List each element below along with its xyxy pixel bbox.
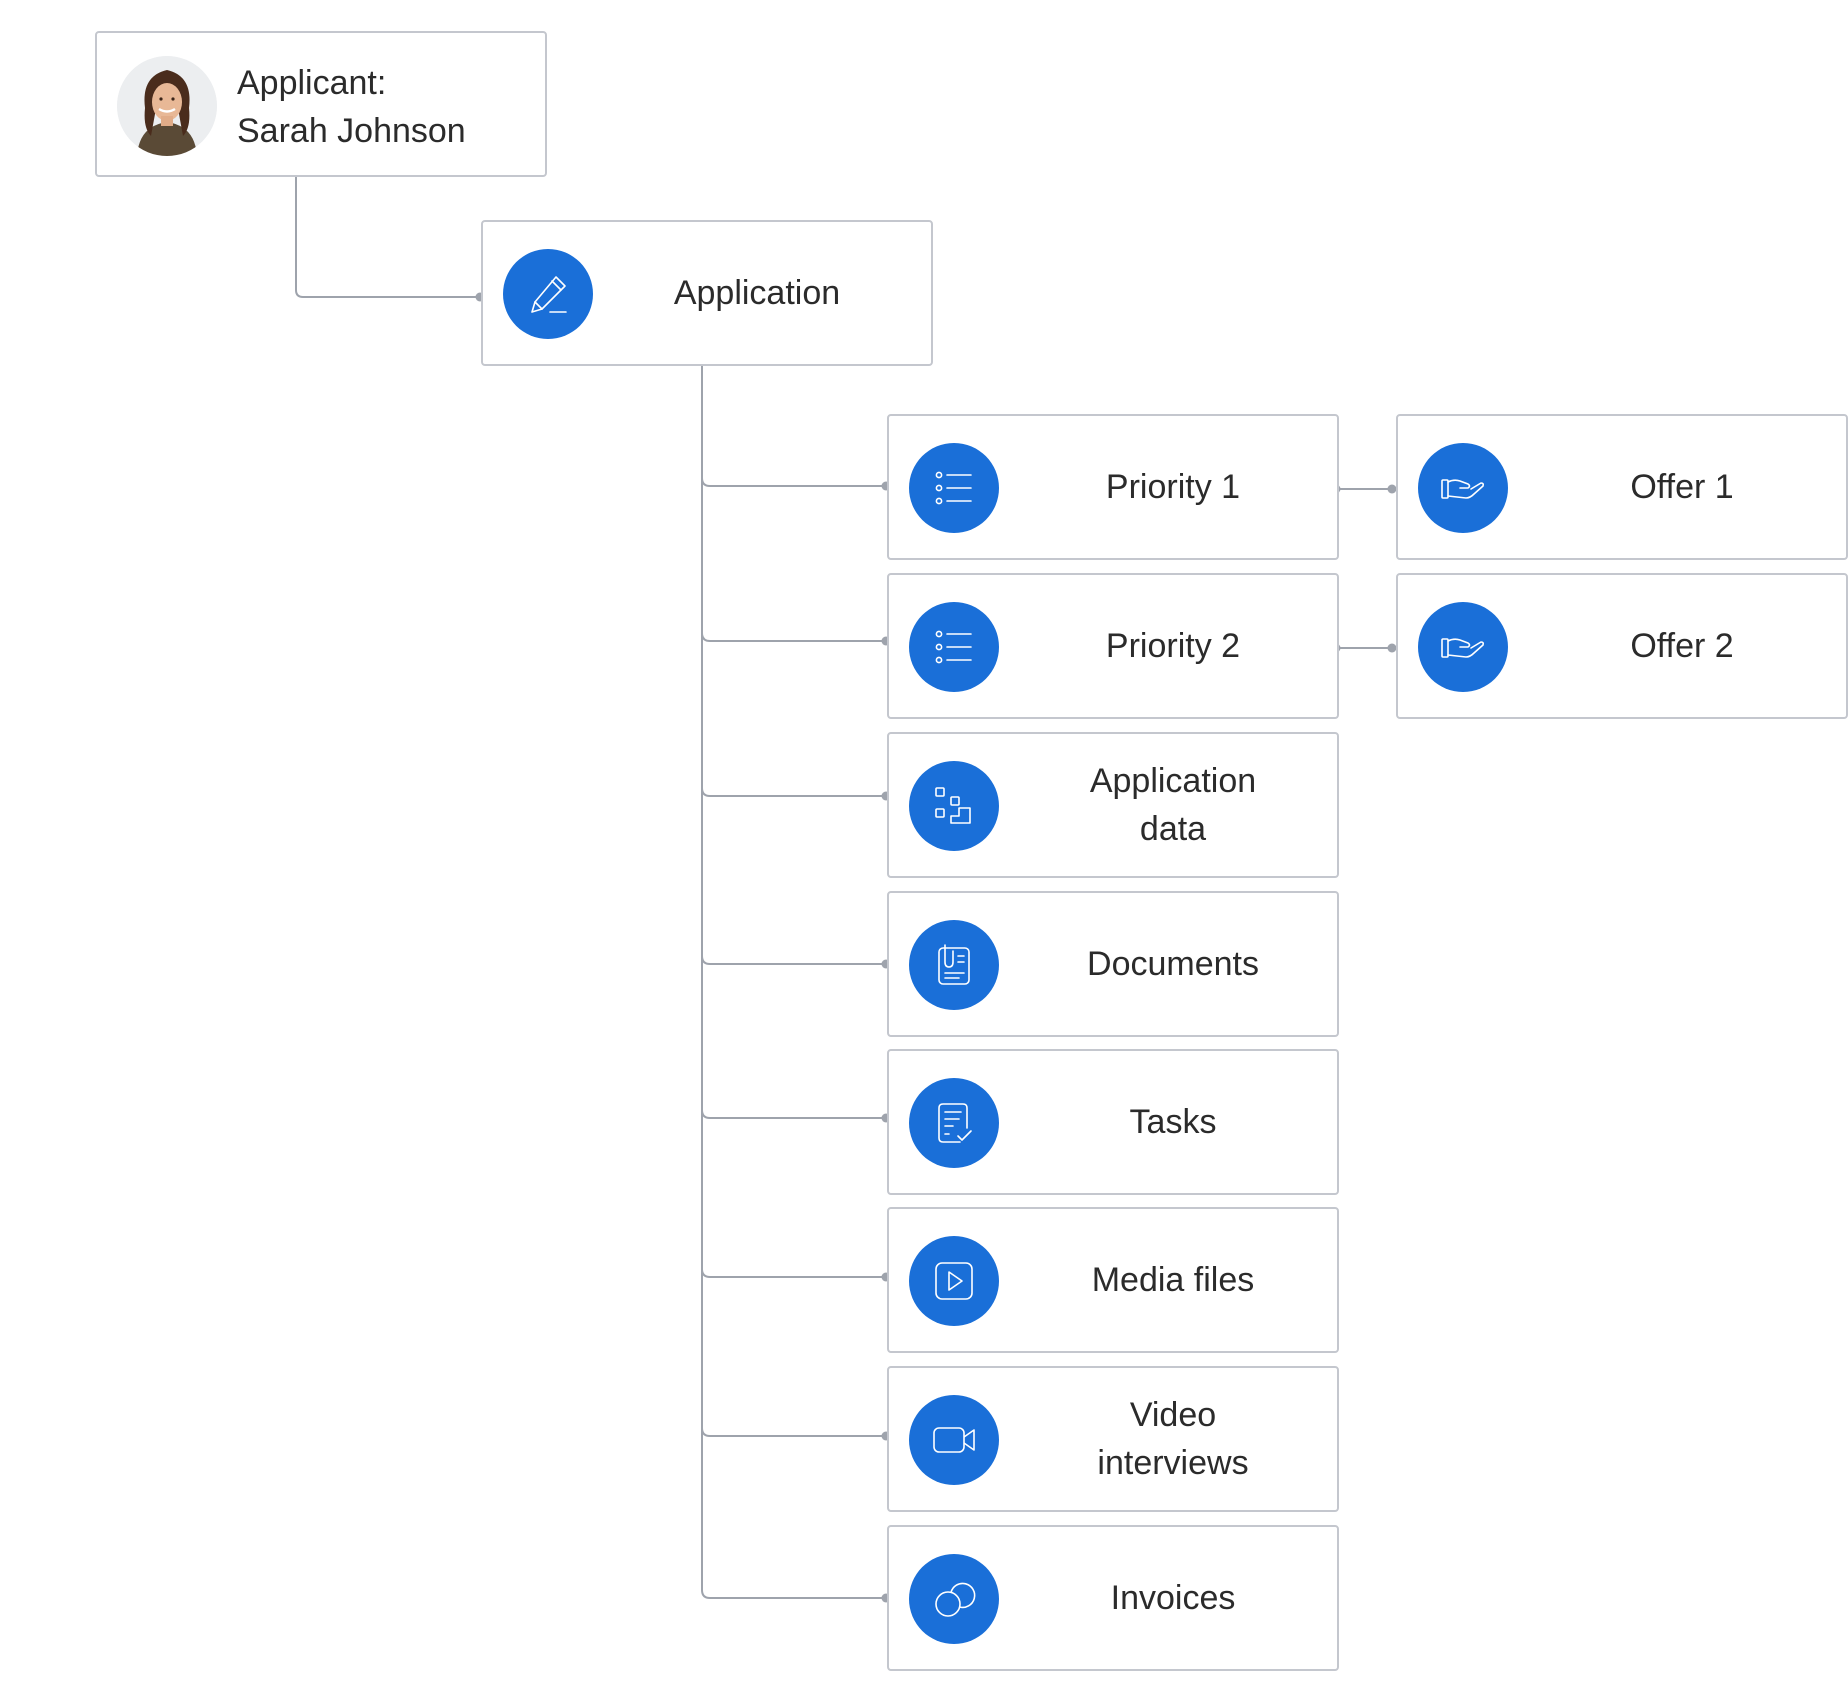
play-icon [909, 1236, 999, 1326]
priority-2-node[interactable]: Priority 2 [887, 573, 1339, 719]
node-label: Video interviews [1097, 1396, 1249, 1482]
applicant-card[interactable]: Applicant: Sarah Johnson [95, 31, 547, 177]
applicant-label: Applicant: [237, 64, 387, 102]
node-label: Invoices [1110, 1579, 1236, 1617]
invoices-node[interactable]: Invoices [887, 1525, 1339, 1671]
list-icon [909, 602, 999, 692]
application-data-node[interactable]: Application data [887, 732, 1339, 878]
steps-icon [909, 761, 999, 851]
node-label: Priority 2 [1105, 627, 1241, 665]
documents-node[interactable]: Documents [887, 891, 1339, 1037]
priority-1-node[interactable]: Priority 1 [887, 414, 1339, 560]
video-camera-icon [909, 1395, 999, 1485]
tasks-node[interactable]: Tasks [887, 1049, 1339, 1195]
node-label: Offer 2 [1630, 627, 1734, 665]
list-icon [909, 443, 999, 533]
application-node[interactable]: Application [481, 220, 933, 366]
applicant-text: Applicant: Sarah Johnson [237, 59, 466, 155]
applicant-avatar [117, 56, 217, 156]
node-label: Media files [1091, 1261, 1255, 1299]
node-label: Application [673, 274, 841, 312]
coins-icon [909, 1554, 999, 1644]
pencil-icon [503, 249, 593, 339]
offer-2-node[interactable]: Offer 2 [1396, 573, 1848, 719]
node-label: Application data [1089, 762, 1257, 848]
applicant-name: Sarah Johnson [237, 112, 466, 150]
media-files-node[interactable]: Media files [887, 1207, 1339, 1353]
task-check-icon [909, 1078, 999, 1168]
video-interviews-node[interactable]: Video interviews [887, 1366, 1339, 1512]
hand-offer-icon [1418, 443, 1508, 533]
node-label: Tasks [1129, 1103, 1217, 1141]
document-clip-icon [909, 920, 999, 1010]
node-label: Documents [1087, 945, 1259, 983]
node-label: Priority 1 [1105, 468, 1241, 506]
hand-offer-icon [1418, 602, 1508, 692]
node-label: Offer 1 [1630, 468, 1734, 506]
offer-1-node[interactable]: Offer 1 [1396, 414, 1848, 560]
